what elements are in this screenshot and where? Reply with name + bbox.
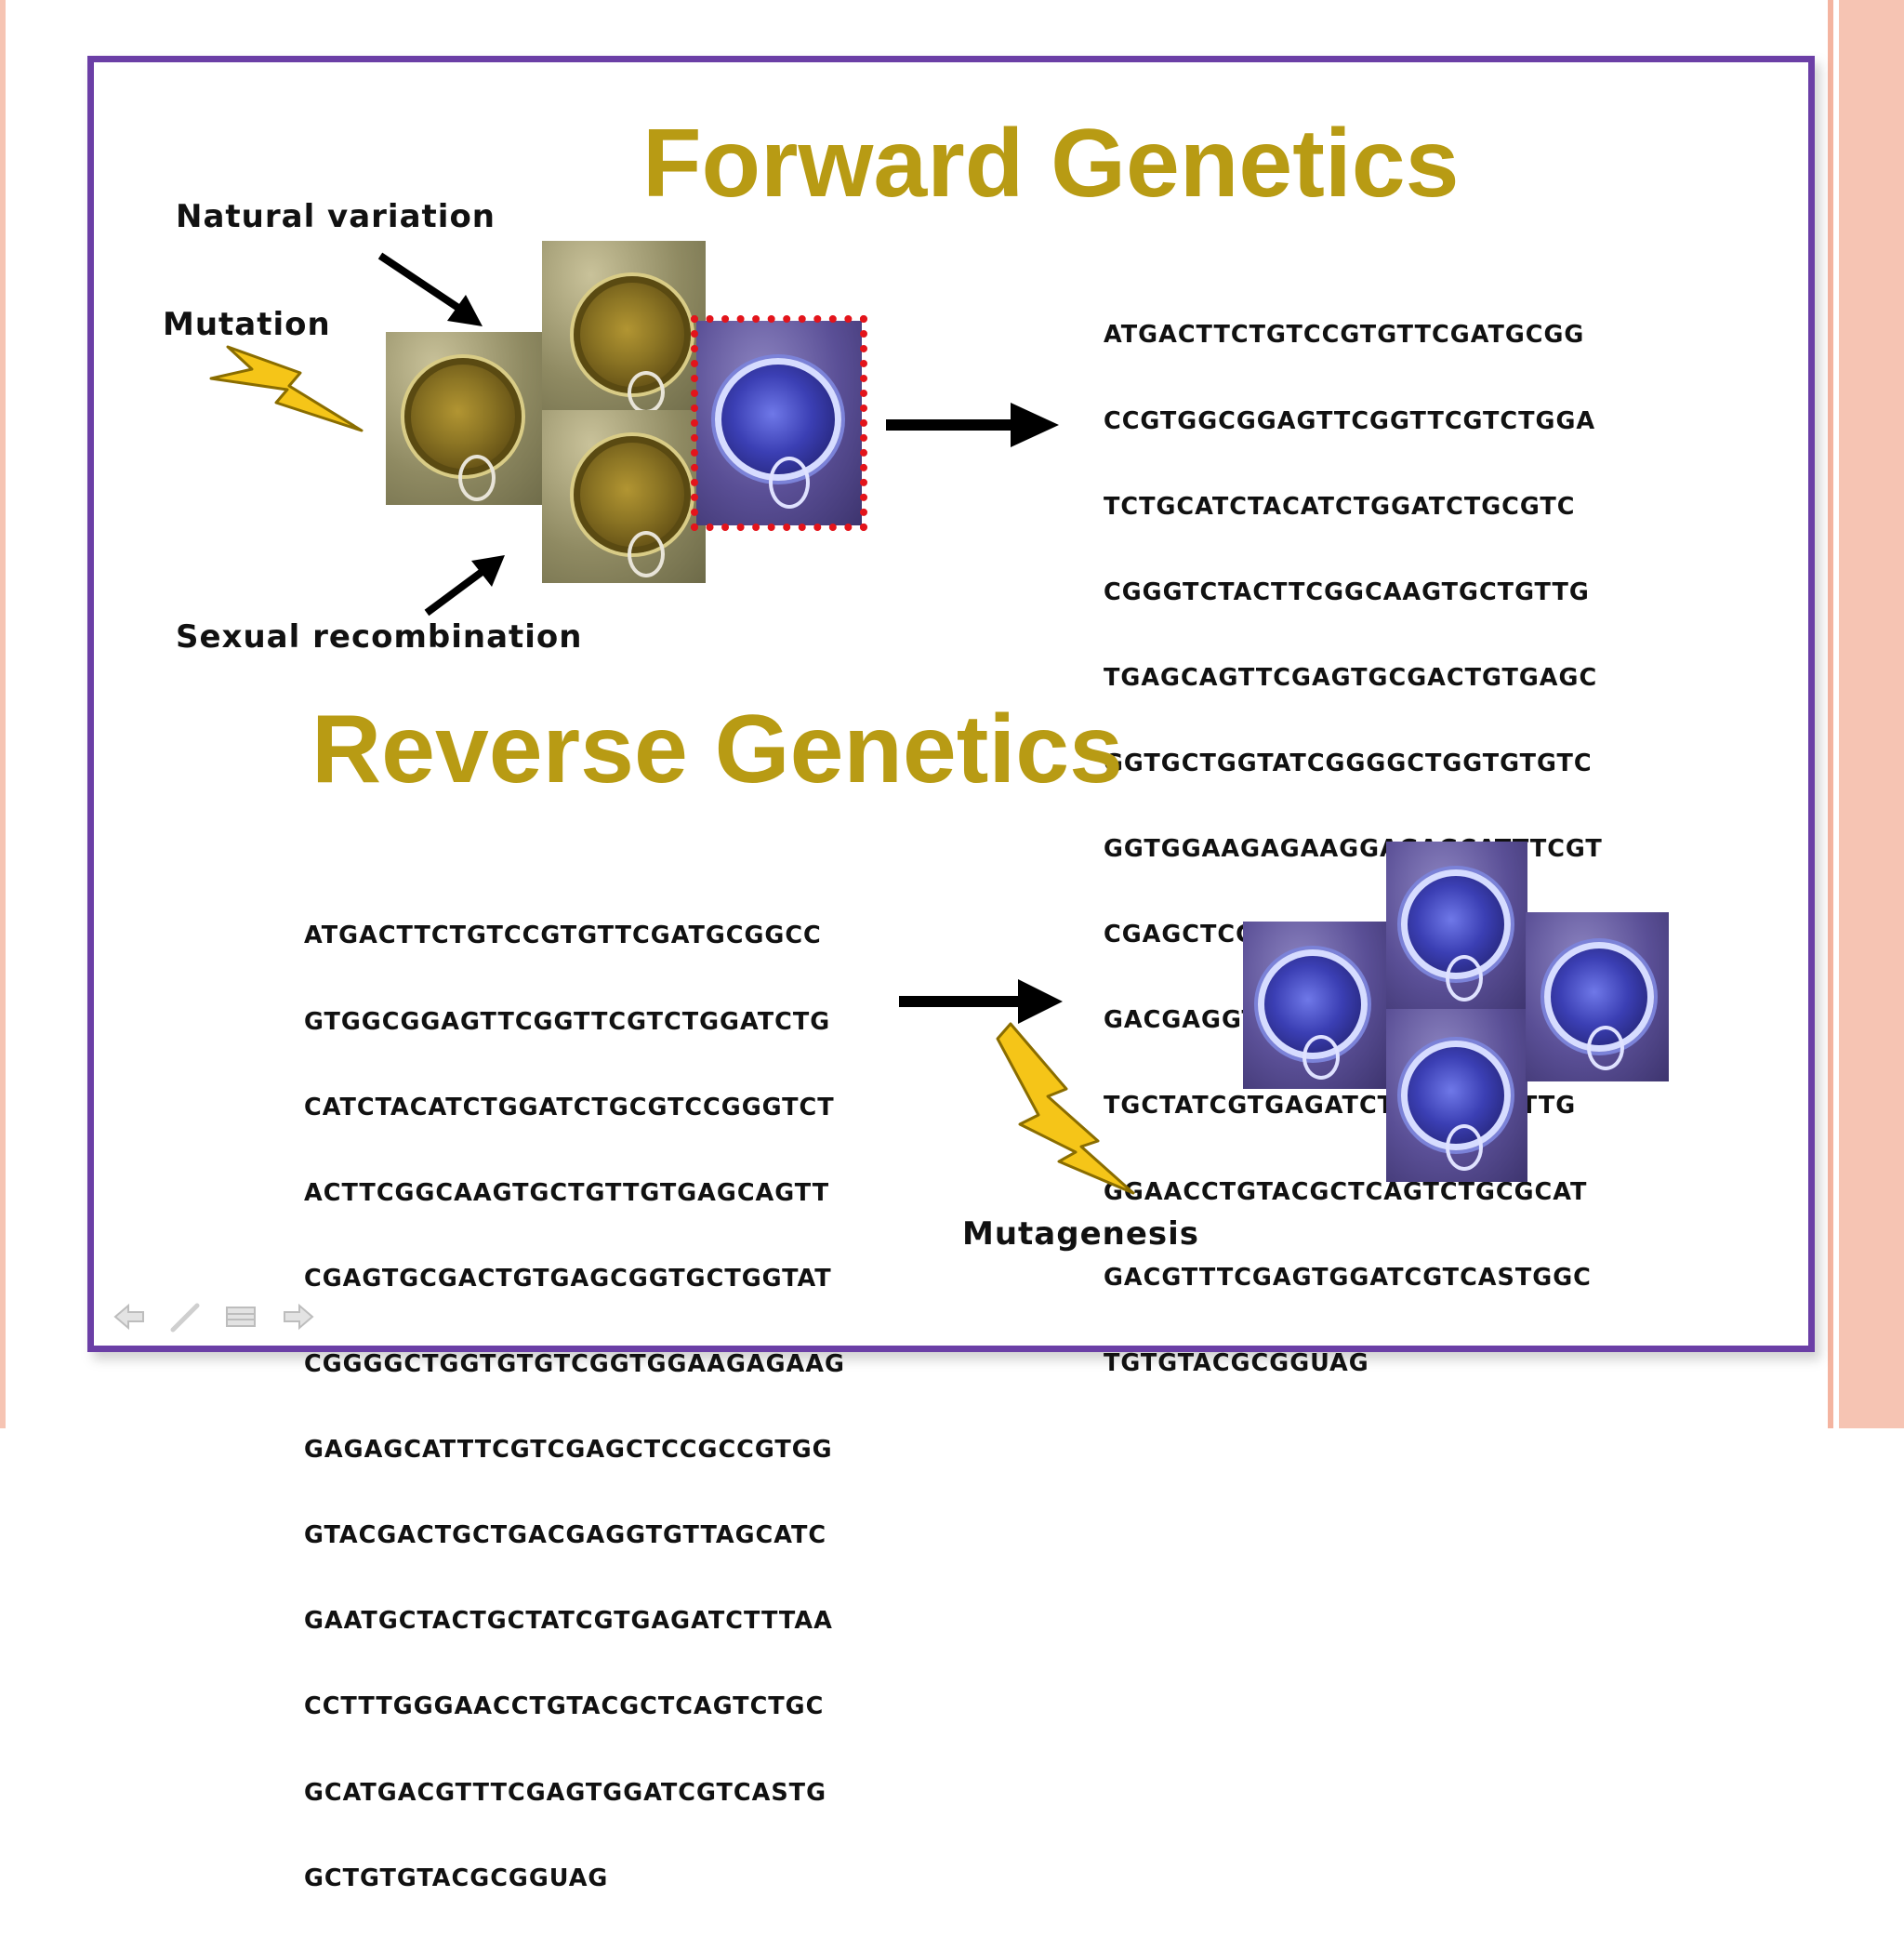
right-border-stripes bbox=[1822, 0, 1904, 1428]
forward-genetics-title: Forward Genetics bbox=[642, 110, 1460, 218]
sequence-line: ATGACTTCTGTCCGTGTTCGATGCGG bbox=[1104, 321, 1585, 350]
sexual-recombination-arrow-icon bbox=[424, 555, 505, 617]
reverse-right-arrow-icon bbox=[899, 979, 1063, 1024]
mutation-label: Mutation bbox=[163, 306, 331, 343]
mutagenesis-label: Mutagenesis bbox=[962, 1215, 1200, 1253]
slide-navigation bbox=[112, 1298, 325, 1339]
natural-variation-label: Natural variation bbox=[176, 198, 496, 235]
mutagenesis-lightning-icon bbox=[996, 1022, 1135, 1195]
back-arrow-icon[interactable] bbox=[112, 1298, 149, 1335]
egg-image-tile bbox=[542, 241, 706, 414]
mutation-lightning-icon bbox=[209, 345, 364, 432]
sequence-line: TCTGCATCTACATCTGGATCTGCGTC bbox=[1104, 492, 1576, 521]
sequence-line: GACGTTTCGAGTGGATCGTCASTGGC bbox=[1104, 1263, 1592, 1292]
sexual-recombination-label: Sexual recombination bbox=[176, 618, 583, 656]
sequence-line: CATCTACATCTGGATCTGCGTCCGGGTCT bbox=[304, 1093, 835, 1121]
mutant-egg-image-tile bbox=[1386, 1009, 1527, 1182]
sequence-line: GGTGGAAGAGAAGGAGAGCATTTCGT bbox=[1104, 835, 1603, 864]
sequence-line: GCATGACGTTTCGAGTGGATCGTCASTG bbox=[304, 1778, 827, 1807]
sequence-line: CGGGGCTGGTGTGTCGGTGGAAGAGAAG bbox=[304, 1349, 845, 1378]
sequence-line: GGAACCTGTACGCTCAGTCTGCGCAT bbox=[1104, 1177, 1588, 1206]
mutant-egg-image-tile bbox=[691, 315, 867, 531]
sequence-line: GTACGACTGCTGACGAGGTGTTAGCATC bbox=[304, 1521, 827, 1550]
sequence-line: ATGACTTCTGTCCGTGTTCGATGCGGCC bbox=[304, 922, 822, 950]
sequence-line: GCTGTGTACGCGGUAG bbox=[304, 1864, 609, 1892]
sequence-line: ACTTCGGCAAGTGCTGTTGTGAGCAGTT bbox=[304, 1178, 830, 1207]
slide: Forward Genetics Natural variation Mutat… bbox=[87, 56, 1815, 1892]
sequence-line: TGAGCAGTTCGAGTGCGACTGTGAGC bbox=[1104, 663, 1598, 692]
reverse-dna-sequence: ATGACTTCTGTCCGTGTTCGATGCGGCC GTGGCGGAGTT… bbox=[304, 865, 845, 1950]
forward-right-arrow-icon bbox=[886, 403, 1059, 447]
mutant-egg-image-tile bbox=[1243, 922, 1386, 1089]
sequence-line: GGTGCTGGTATCGGGGCTGGTGTGTC bbox=[1104, 749, 1593, 777]
pen-icon[interactable] bbox=[167, 1298, 205, 1335]
sequence-line: CCTTTGGGAACCTGTACGCTCAGTCTGC bbox=[304, 1692, 825, 1721]
sequence-line: CCGTGGCGGAGTTCGGTTCGTCTGGA bbox=[1104, 406, 1596, 435]
sequence-line: GTGGCGGAGTTCGGTTCGTCTGGATCTG bbox=[304, 1007, 831, 1036]
sequence-line: TGCTATCGTGAGATCTTTAACCTTTG bbox=[1104, 1092, 1577, 1121]
mutant-egg-image-tile bbox=[1386, 842, 1527, 1013]
reverse-genetics-title: Reverse Genetics bbox=[311, 696, 1123, 803]
menu-icon[interactable] bbox=[223, 1298, 260, 1335]
forward-arrow-icon[interactable] bbox=[279, 1298, 316, 1335]
egg-image-tile bbox=[386, 332, 549, 505]
egg-image-tile bbox=[542, 410, 706, 583]
sequence-line: TGTGTACGCGGUAG bbox=[1104, 1348, 1369, 1377]
sequence-line: GAATGCTACTGCTATCGTGAGATCTTTAA bbox=[304, 1607, 833, 1636]
sequence-line: CGAGTGCGACTGTGAGCGGTGCTGGTAT bbox=[304, 1264, 832, 1293]
sequence-line: GAGAGCATTTCGTCGAGCTCCGCCGTGG bbox=[304, 1436, 833, 1465]
natural-variation-arrow-icon bbox=[377, 252, 483, 326]
left-border-stripe bbox=[0, 0, 6, 1428]
sequence-line: CGGGTCTACTTCGGCAAGTGCTGTTG bbox=[1104, 577, 1590, 606]
mutant-egg-image-tile bbox=[1526, 912, 1669, 1081]
forward-dna-sequence: ATGACTTCTGTCCGTGTTCGATGCGG CCGTGGCGGAGTT… bbox=[1104, 264, 1603, 1435]
